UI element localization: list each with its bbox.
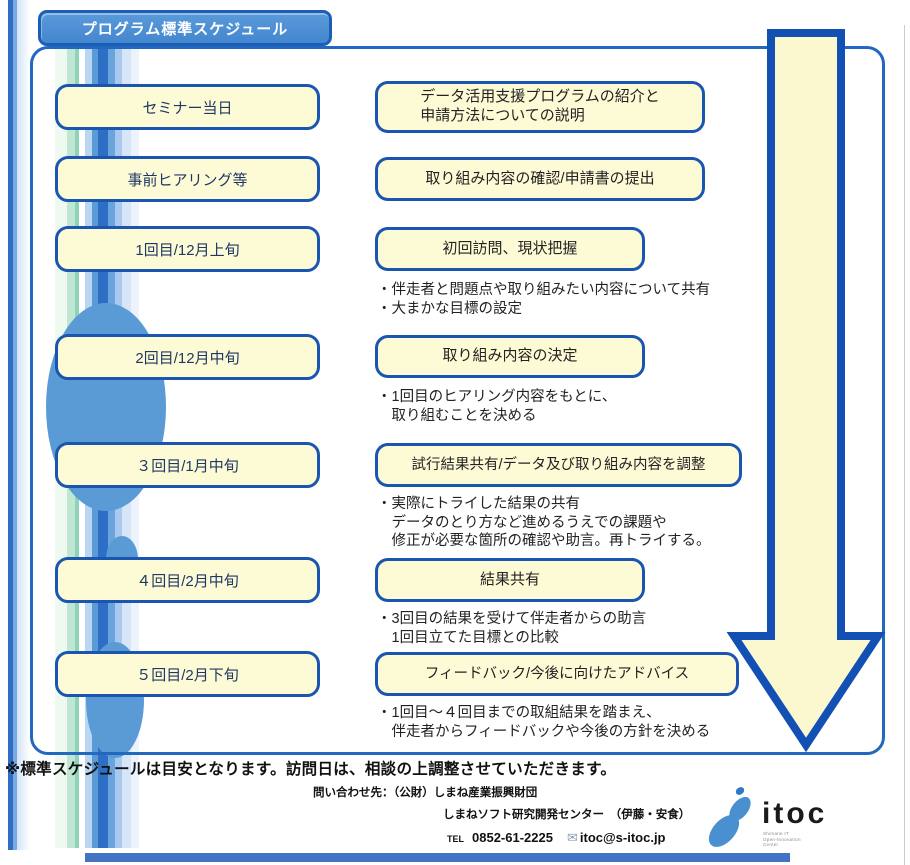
schedule-footnote: ※標準スケジュールは目安となります。訪問日は、相談の上調整させていただきます。	[5, 761, 617, 778]
bottom-bar	[85, 853, 790, 862]
notes-visit3: ・実際にトライした結果の共有 データのとり方など進めるうえでの課題や 修正が必要…	[377, 495, 711, 551]
detail-box-seminar: データ活用支援プログラムの紹介と 申請方法についての説明	[375, 81, 705, 133]
detail-box-prehearing: 取り組み内容の確認/申請書の提出	[375, 157, 705, 201]
step-box-visit1: 1回目/12月上旬	[55, 226, 320, 272]
page-title: プログラム標準スケジュール	[38, 10, 332, 46]
page-edge-line	[904, 25, 905, 865]
step-label: ４回目/2月中旬	[136, 572, 239, 590]
step-label: セミナー当日	[142, 99, 233, 117]
step-box-visit2: 2回目/12月中旬	[55, 334, 320, 380]
stripe	[13, 0, 17, 850]
detail-box-visit2: 取り組み内容の決定	[375, 335, 645, 378]
notes-visit4: ・3回目の結果を受けて伴走者からの助言 1回目立てた目標との比較	[377, 610, 646, 647]
tel-number: 0852-61-2225	[472, 830, 553, 845]
itoc-sub-line: Shimane IT	[763, 831, 790, 836]
note-line: ・伴走者と問題点や取り組みたい内容について共有	[377, 282, 711, 298]
stripe	[8, 0, 13, 850]
detail-label: 初回訪問、現状把握	[442, 239, 578, 257]
detail-label: 取り組み内容の確認/申請書の提出	[425, 169, 655, 187]
note-line: 1回目立てた目標との比較	[377, 629, 559, 646]
step-label: 2回目/12月中旬	[135, 349, 240, 367]
detail-label: フィードバック/今後に向けたアドバイス	[424, 665, 690, 682]
itoc-logo-subtext: Shimane IT Open-Innovation Center	[763, 831, 801, 848]
step-label: ５回目/2月下旬	[136, 666, 239, 684]
note-line: 伴走者からフィードバックや今後の方針を決める	[377, 723, 711, 740]
step-label: ３回目/1月中旬	[136, 457, 239, 475]
itoc-logo-text: itoc	[762, 797, 828, 830]
step-label: 事前ヒアリング等	[127, 171, 248, 189]
note-line: ・1回目～４回目までの取組結果を踏まえ、	[377, 705, 661, 721]
stripe	[17, 0, 30, 850]
envelope-icon: ✉	[566, 830, 578, 845]
detail-box-visit3: 試行結果共有/データ及び取り組み内容を調整	[375, 443, 742, 487]
itoc-logo: itoc Shimane IT Open-Innovation Center	[700, 783, 865, 849]
detail-box-visit5: フィードバック/今後に向けたアドバイス	[375, 652, 739, 696]
step-box-visit3: ３回目/1月中旬	[55, 442, 320, 488]
note-line: ・1回目のヒアリング内容をもとに、	[377, 389, 617, 405]
note-line: 修正が必要な箇所の確認や助言。再トライする。	[377, 533, 711, 549]
note-line: データのとり方など進めるうえでの課題や	[377, 514, 667, 531]
contact-tel-email: TEL 0852-61-2225 ✉itoc@s-itoc.jp	[447, 830, 666, 846]
notes-visit5: ・1回目～４回目までの取組結果を踏まえ、 伴走者からフィードバックや今後の方針を…	[377, 704, 710, 741]
step-box-visit4: ４回目/2月中旬	[55, 557, 320, 603]
page-title-label: プログラム標準スケジュール	[81, 20, 289, 38]
detail-label: データ活用支援プログラムの紹介と 申請方法についての説明	[420, 88, 660, 124]
itoc-logo-mark-icon	[708, 787, 751, 847]
contact-center: しまねソフト研究開発センター （伊藤・安食）	[443, 809, 691, 821]
note-line: ・実際にトライした結果の共有	[377, 496, 580, 512]
itoc-sub-line: Center	[763, 842, 779, 847]
itoc-sub-line: Open-Innovation	[763, 836, 801, 842]
email-address: itoc@s-itoc.jp	[579, 830, 666, 845]
detail-box-visit4: 結果共有	[375, 558, 645, 602]
step-label: 1回目/12月上旬	[135, 241, 240, 259]
step-box-prehearing: 事前ヒアリング等	[55, 156, 320, 202]
notes-visit1: ・伴走者と問題点や取り組みたい内容について共有 ・大まかな目標の設定	[377, 281, 710, 318]
note-line: ・大まかな目標の設定	[377, 300, 522, 317]
detail-label: 試行結果共有/データ及び取り組み内容を調整	[411, 456, 706, 473]
note-line: ・3回目の結果を受けて伴走者からの助言	[377, 611, 647, 627]
detail-label: 結果共有	[479, 570, 540, 588]
notes-visit2: ・1回目のヒアリング内容をもとに、 取り組むことを決める	[377, 388, 616, 425]
detail-label: 取り組み内容の決定	[442, 347, 578, 365]
step-box-seminar: セミナー当日	[55, 84, 320, 130]
step-box-visit5: ５回目/2月下旬	[55, 651, 320, 697]
detail-box-visit1: 初回訪問、現状把握	[375, 227, 645, 271]
contact-organization: 問い合わせ先：（公財）しまね産業振興財団	[313, 787, 538, 799]
note-line: 取り組むことを決める	[377, 407, 537, 424]
tel-label: TEL	[447, 834, 464, 844]
